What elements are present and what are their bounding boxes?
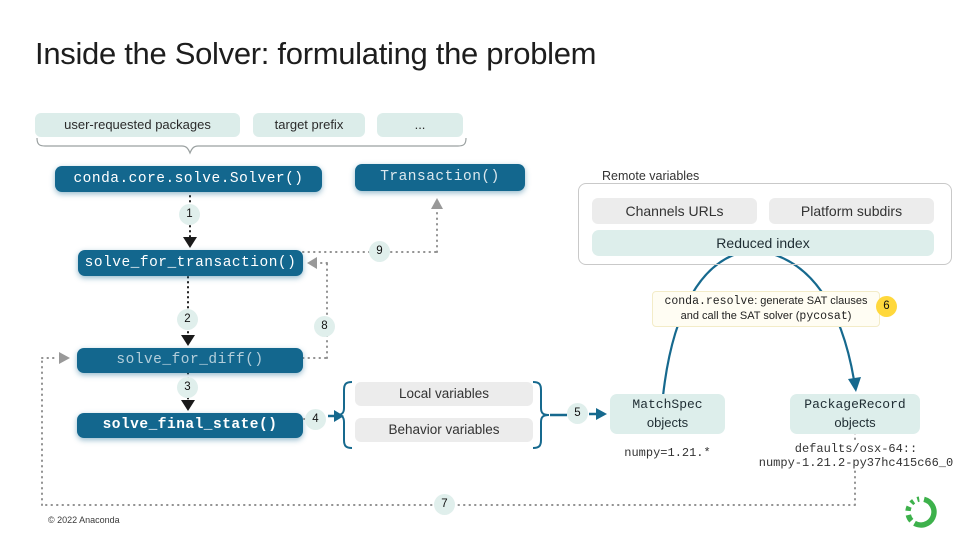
step-badge-6: 6: [876, 296, 897, 317]
box-solve-final-state: solve_final_state(): [77, 413, 303, 438]
step-badge-4: 4: [305, 409, 326, 430]
step5-arrowhead: [596, 408, 607, 420]
box-matchspec-objects: MatchSpec objects: [610, 394, 725, 434]
packagerecord-example-line2: numpy-1.21.2-py37hc415c66_0: [758, 456, 954, 470]
inputs-underbrace: [36, 137, 467, 155]
matchspec-title: MatchSpec: [632, 397, 703, 412]
sat-annotation-line2: and call the SAT solver (pycosat): [656, 309, 876, 324]
remote-variables-group: [578, 183, 952, 265]
loop8-line: [302, 262, 328, 359]
arrowhead-step2: [181, 335, 195, 346]
packagerecord-example: defaults/osx-64:: numpy-1.21.2-py37hc415…: [758, 442, 954, 470]
local-vars-right-brace: [532, 381, 550, 449]
step-badge-5: 5: [567, 403, 588, 424]
step-badge-9: 9: [369, 241, 390, 262]
box-solve-for-transaction: solve_for_transaction(): [78, 250, 303, 276]
step-badge-1: 1: [179, 204, 200, 225]
box-transaction: Transaction(): [355, 164, 525, 191]
step4-arrowhead: [334, 410, 344, 422]
box-local-variables: Local variables: [355, 382, 533, 406]
copyright-text: © 2022 Anaconda: [48, 515, 120, 525]
box-solve-for-diff: solve_for_diff(): [77, 348, 303, 373]
matchspec-subtitle: objects: [646, 415, 689, 430]
sat-annotation-pycosat: pycosat: [799, 310, 848, 323]
pill-target-prefix: target prefix: [253, 113, 365, 137]
box-packagerecord-objects: PackageRecord objects: [790, 394, 920, 434]
step-badge-7: 7: [434, 494, 455, 515]
box-reduced-index: Reduced index: [592, 230, 934, 256]
pill-user-requested-packages: user-requested packages: [35, 113, 240, 137]
pill-ellipsis: ...: [377, 113, 463, 137]
anaconda-logo-icon: [905, 496, 937, 528]
sat-annotation-conda-resolve: conda.resolve: [664, 295, 755, 308]
arrowhead-loop7: [59, 352, 70, 364]
sat-annotation-line1-rest: : generate SAT clauses: [754, 295, 868, 307]
box-platform-subdirs: Platform subdirs: [769, 198, 934, 224]
box-solver: conda.core.solve.Solver(): [55, 166, 322, 192]
packagerecord-example-line1: defaults/osx-64::: [794, 442, 918, 456]
sat-annotation-line1: conda.resolve: generate SAT clauses: [656, 294, 876, 309]
matchspec-example: numpy=1.21.*: [610, 446, 725, 460]
packagerecord-title: PackageRecord: [804, 397, 906, 412]
sat-arc-arrowhead: [848, 377, 861, 392]
arrowhead-loop8: [307, 257, 317, 269]
sat-annotation: conda.resolve: generate SAT clauses and …: [652, 291, 880, 327]
step-badge-2: 2: [177, 309, 198, 330]
step-badge-8: 8: [314, 316, 335, 337]
remote-variables-legend: Remote variables: [597, 169, 705, 183]
sat-annotation-line2-start: and call the SAT solver (: [680, 310, 800, 322]
sat-annotation-line2-end: ): [847, 310, 852, 322]
packagerecord-subtitle: objects: [834, 415, 876, 430]
arrowhead-step3: [181, 400, 195, 411]
box-channels-urls: Channels URLs: [592, 198, 757, 224]
box-behavior-variables: Behavior variables: [355, 418, 533, 442]
arrowhead-transaction: [431, 198, 443, 209]
page-title: Inside the Solver: formulating the probl…: [35, 36, 597, 71]
step-badge-3: 3: [177, 377, 198, 398]
arrowhead-step1: [183, 237, 197, 248]
